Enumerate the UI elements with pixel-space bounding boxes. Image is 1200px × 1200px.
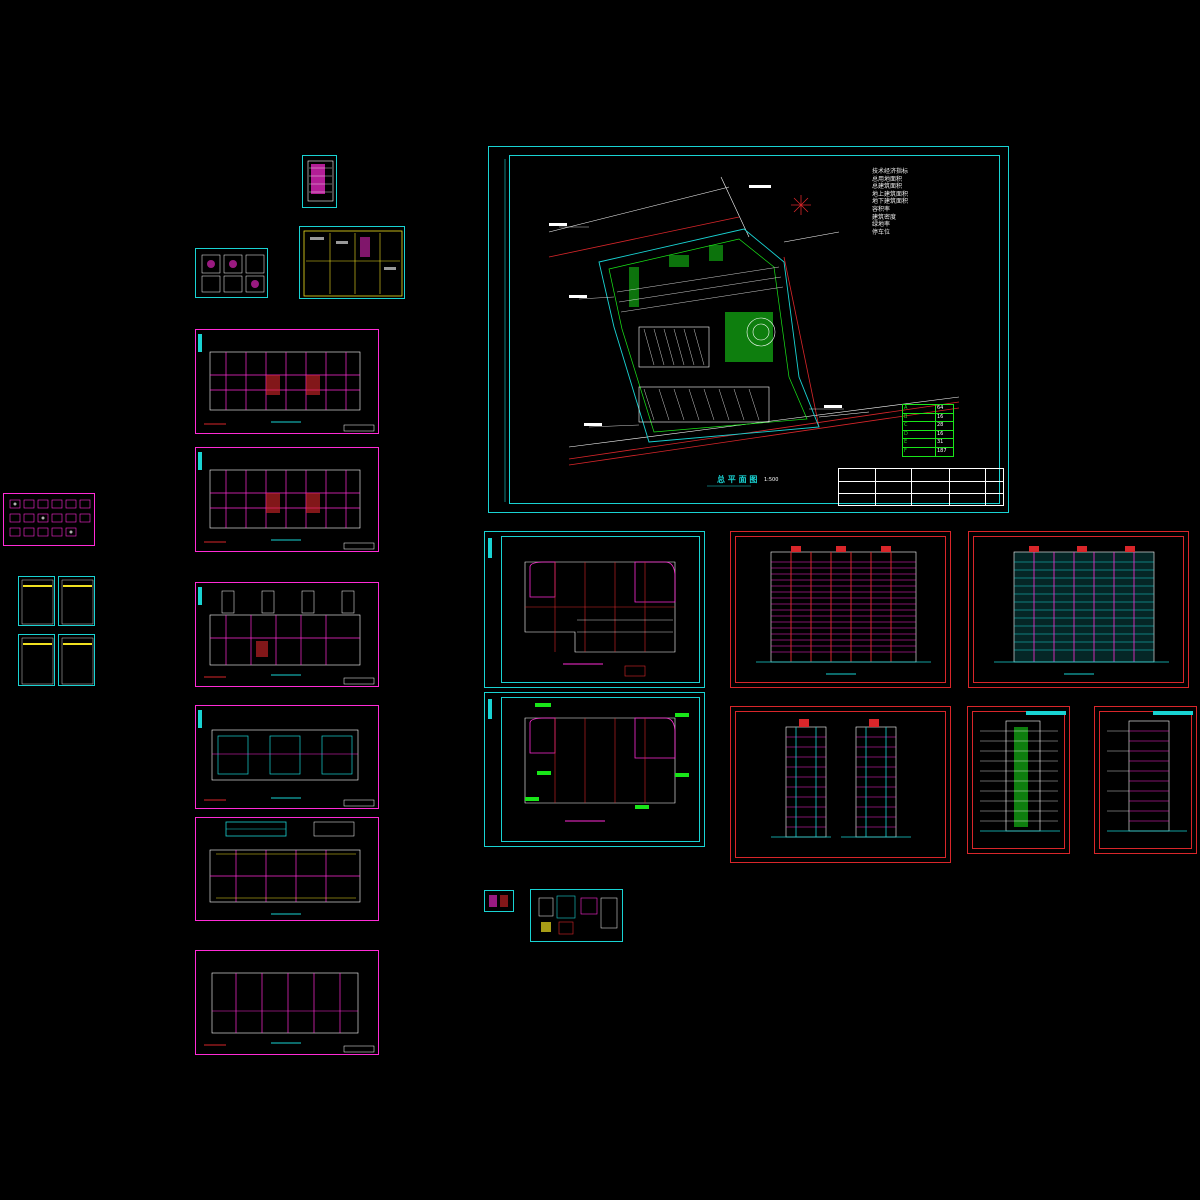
section-2-drawing bbox=[1107, 711, 1193, 832]
stats-line: 总用地面积 bbox=[872, 175, 903, 183]
stats-line: 地下建筑面积 bbox=[872, 198, 909, 206]
sheet-tab bbox=[198, 452, 202, 470]
legend-value: 64 bbox=[937, 405, 944, 411]
floor-plan-4-drawing bbox=[204, 729, 375, 807]
floor-plan-sheet-5[interactable] bbox=[195, 817, 379, 921]
sheet-inner-frame bbox=[972, 711, 1065, 849]
small-sheet-1-drawing bbox=[21, 579, 54, 625]
sheet-inner-frame bbox=[735, 536, 946, 683]
drawing-sheet-small-1[interactable] bbox=[18, 576, 55, 626]
basement-plan-sheet-2[interactable] bbox=[484, 692, 705, 847]
site-plan-scale: 1:500 bbox=[764, 477, 779, 483]
site-plan-sheet[interactable]: 总 平 面 图 1:500 bbox=[488, 146, 1009, 513]
economic-indicators: 技术经济指标 总用地面积 总建筑面积 地上建筑面积 地下建筑面积 容积率 建筑密… bbox=[872, 168, 1002, 236]
legend-value: 31 bbox=[937, 439, 944, 446]
site-plan-drawing bbox=[504, 159, 960, 502]
stats-line: 停车位 bbox=[872, 228, 891, 236]
legend-name: F bbox=[903, 447, 936, 456]
drawing-sheet-notes[interactable] bbox=[299, 226, 405, 299]
sheet-tab bbox=[198, 710, 202, 728]
sheet-index-drawing bbox=[307, 160, 334, 202]
drawing-sheet-tiny[interactable] bbox=[484, 890, 514, 912]
floor-plan-2-drawing bbox=[204, 469, 375, 550]
side-elevations-drawing bbox=[771, 719, 911, 838]
small-sheet-2-drawing bbox=[61, 579, 94, 625]
floor-plan-sheet-3[interactable] bbox=[195, 582, 379, 687]
floor-plan-sheet-2[interactable] bbox=[195, 447, 379, 552]
sheet-notes-drawing bbox=[303, 230, 403, 297]
unit-plans-drawing bbox=[201, 254, 265, 293]
drawing-sheet-small-4[interactable] bbox=[58, 634, 95, 686]
elevation-sheet-rear[interactable] bbox=[968, 531, 1189, 688]
drawing-sheet-details[interactable] bbox=[3, 493, 95, 546]
node-details-drawing bbox=[538, 895, 618, 935]
basement-plan-sheet-1[interactable] bbox=[484, 531, 705, 688]
legend-value: 28 bbox=[937, 422, 944, 429]
legend-value: 16 bbox=[937, 430, 944, 437]
floor-plan-3-drawing bbox=[204, 590, 375, 685]
legend-name: C bbox=[903, 422, 936, 430]
stats-line: 绿地率 bbox=[872, 221, 891, 229]
legend-value: 16 bbox=[937, 413, 944, 420]
basement-plan-2-drawing bbox=[488, 699, 689, 822]
legend-value: 187 bbox=[937, 447, 947, 454]
section-1-drawing bbox=[980, 711, 1066, 832]
drawing-sheet-unit-plans[interactable] bbox=[195, 248, 268, 298]
small-sheet-3-drawing bbox=[21, 637, 54, 685]
sheet-inner-frame bbox=[501, 697, 700, 842]
legend-name: A bbox=[903, 405, 936, 413]
small-sheet-4-drawing bbox=[61, 637, 94, 685]
sheet-inner-frame bbox=[735, 711, 946, 858]
section-sheet-1[interactable] bbox=[967, 706, 1070, 854]
drawing-sheet-small-3[interactable] bbox=[18, 634, 55, 686]
details-drawing bbox=[9, 499, 91, 537]
drawing-sheet-small-2[interactable] bbox=[58, 576, 95, 626]
site-plan-inner-frame bbox=[509, 155, 1000, 504]
sheet-inner-frame bbox=[1099, 711, 1192, 849]
basement-plan-1-drawing bbox=[488, 538, 676, 677]
drawing-sheet-index[interactable] bbox=[302, 155, 337, 208]
legend-name: E bbox=[903, 439, 936, 447]
section-sheet-2[interactable] bbox=[1094, 706, 1197, 854]
floor-plan-sheet-6[interactable] bbox=[195, 950, 379, 1055]
drawing-sheet-node-details[interactable] bbox=[530, 889, 623, 942]
sheet-tab bbox=[198, 587, 202, 605]
elevation-sheet-sides[interactable] bbox=[730, 706, 951, 863]
stats-line: 地上建筑面积 bbox=[872, 190, 909, 198]
tiny-sheet-drawing bbox=[489, 895, 508, 907]
stats-line: 建筑密度 bbox=[872, 213, 897, 221]
stats-line: 技术经济指标 bbox=[872, 168, 909, 175]
front-elevation-drawing bbox=[756, 546, 931, 675]
stats-line: 容积率 bbox=[872, 205, 891, 213]
legend-name: B bbox=[903, 413, 936, 422]
sheet-inner-frame bbox=[501, 536, 700, 683]
stats-line: 总建筑面积 bbox=[872, 183, 903, 191]
legend-name: D bbox=[903, 430, 936, 439]
floor-plan-5-drawing bbox=[209, 821, 361, 915]
elevation-sheet-front[interactable] bbox=[730, 531, 951, 688]
sheet-inner-frame bbox=[973, 536, 1184, 683]
floor-plan-6-drawing bbox=[204, 972, 375, 1053]
floor-plan-1-drawing bbox=[204, 351, 375, 432]
rear-elevation-drawing bbox=[994, 546, 1169, 675]
sheet-tab bbox=[198, 334, 202, 352]
floor-plan-sheet-4[interactable] bbox=[195, 705, 379, 809]
title-block bbox=[838, 468, 1004, 506]
site-plan-title: 总 平 面 图 bbox=[717, 475, 758, 484]
floor-plan-sheet-1[interactable] bbox=[195, 329, 379, 434]
